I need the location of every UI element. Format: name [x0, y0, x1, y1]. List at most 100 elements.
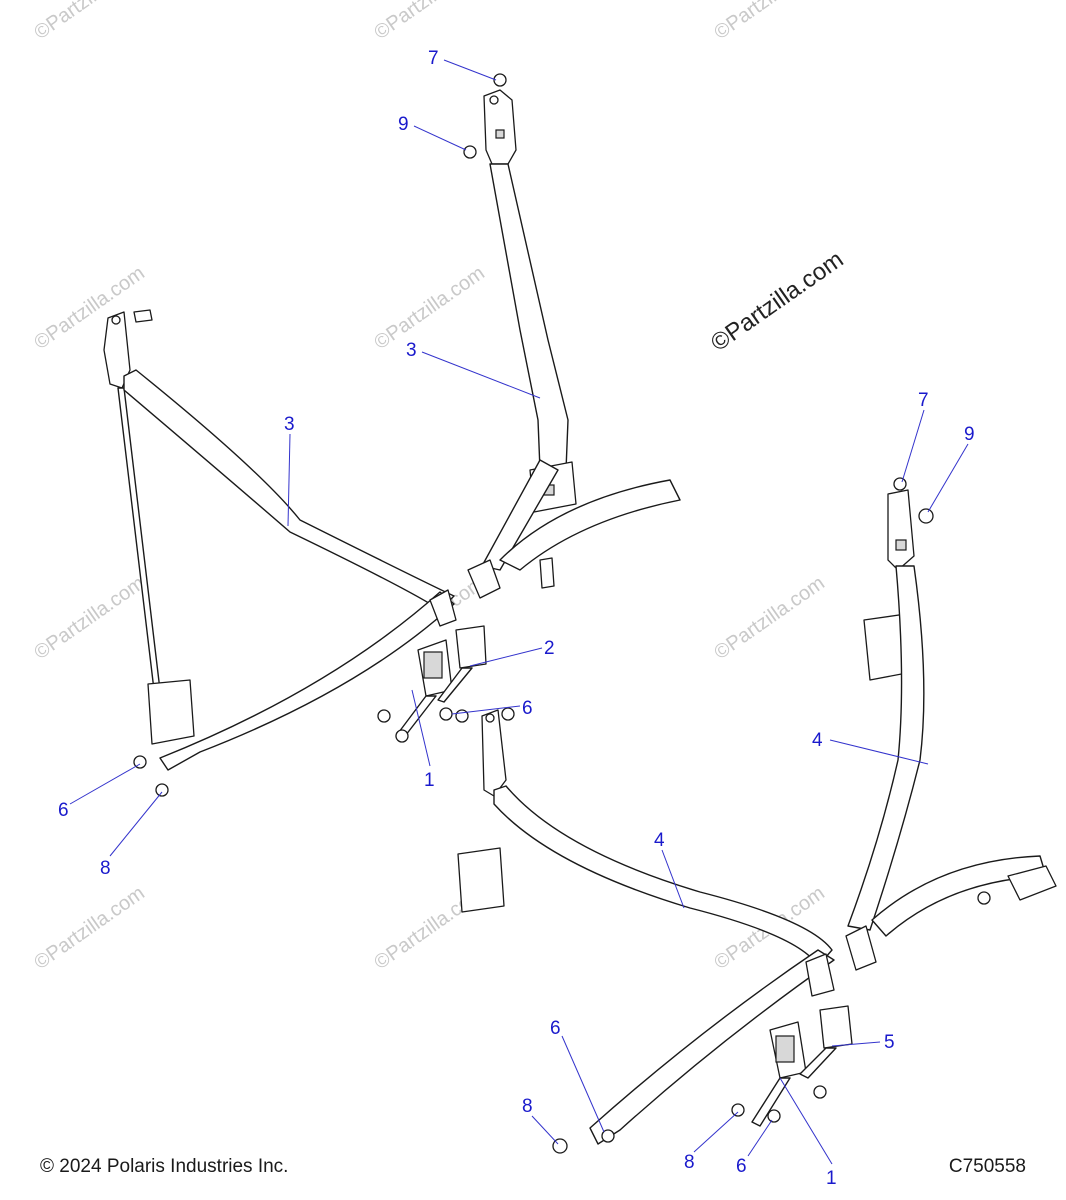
buckle-tongue — [845, 925, 877, 971]
shoulder-strap — [493, 785, 833, 967]
anchor-plate — [1007, 865, 1057, 901]
lap-strap-right — [499, 479, 681, 571]
anchor-label — [495, 129, 505, 139]
belt-assembly-upper-middle — [467, 89, 681, 599]
watermark-tile: ©Partzilla.com — [370, 0, 488, 44]
leader-line — [69, 763, 141, 805]
leader-line — [531, 1115, 559, 1145]
lap-strap — [589, 949, 835, 1145]
callout-6: 6 — [736, 1156, 747, 1177]
retractor — [147, 679, 195, 745]
callout-4: 4 — [812, 730, 823, 751]
leader-line — [779, 1077, 833, 1165]
leader-line — [661, 849, 685, 909]
leader-line — [831, 1041, 881, 1047]
leader-line — [693, 1111, 739, 1153]
nut — [893, 477, 907, 491]
nut — [731, 1103, 745, 1117]
bolt — [463, 145, 477, 159]
bolt — [501, 707, 515, 721]
callout-8: 8 — [100, 858, 111, 879]
bolt — [601, 1129, 615, 1143]
shoulder-strap — [847, 565, 925, 931]
callout-5: 5 — [884, 1032, 895, 1053]
buckle-stalk — [799, 1047, 837, 1079]
callout-7: 7 — [428, 48, 439, 69]
callout-6: 6 — [522, 698, 533, 719]
anchor-plate — [481, 709, 507, 797]
anchor-label — [895, 539, 907, 551]
buckle-group-lower — [731, 1005, 853, 1127]
callout-4: 4 — [654, 830, 665, 851]
bolt — [377, 709, 391, 723]
watermark-tile: ©Partzilla.com — [30, 882, 148, 974]
leader-line — [927, 443, 969, 513]
leader-line — [469, 647, 543, 667]
callout-7: 7 — [918, 390, 929, 411]
callout-6: 6 — [550, 1018, 561, 1039]
buckle-tongue — [429, 589, 457, 627]
anchor-plate — [483, 89, 517, 165]
lap-strap-to-tongue — [481, 459, 559, 571]
buckle-tongue — [467, 559, 501, 599]
buckle-group-upper — [377, 625, 487, 743]
drawing-number: C750558 — [948, 1156, 1026, 1177]
leader-line — [561, 1035, 605, 1133]
watermark-tile: ©Partzilla.com — [30, 0, 148, 44]
leader-line — [901, 409, 925, 483]
bolt — [918, 508, 934, 524]
bolt — [133, 755, 147, 769]
bolt — [977, 891, 991, 905]
bolt — [439, 707, 453, 721]
leader-line — [829, 739, 929, 765]
nut — [455, 709, 469, 723]
leader-line — [287, 433, 291, 527]
buckle — [455, 625, 487, 669]
bolt — [813, 1085, 827, 1099]
buckle — [819, 1005, 853, 1049]
buckle-stalk — [437, 667, 473, 703]
callout-1: 1 — [424, 770, 435, 791]
anchor-plate — [887, 489, 915, 571]
nut — [493, 73, 507, 87]
buckle-stalk — [751, 1077, 791, 1127]
buckle-button — [775, 1035, 795, 1063]
belt-assembly-left — [103, 309, 457, 771]
watermark-tiles: ©Partzilla.com ©Partzilla.com ©Partzilla… — [30, 0, 828, 974]
belt-assembly-right — [845, 477, 1057, 971]
callout-1: 1 — [826, 1168, 837, 1189]
callout-3: 3 — [406, 340, 417, 361]
buckle-button — [423, 651, 443, 679]
watermark-tile: ©Partzilla.com — [30, 572, 148, 664]
callout-2: 2 — [544, 638, 555, 659]
anchor-hole — [111, 315, 121, 325]
retractor-cable — [117, 387, 161, 691]
callout-9: 9 — [964, 424, 975, 445]
watermark-tile: ©Partzilla.com — [710, 0, 828, 44]
callout-8: 8 — [684, 1152, 695, 1173]
lap-strap — [159, 591, 455, 771]
leader-lines — [69, 59, 969, 1165]
copyright-notice: © 2024 Polaris Industries Inc. — [40, 1156, 289, 1177]
leader-line — [451, 705, 521, 715]
retractor — [457, 847, 505, 913]
anchor-hole — [489, 95, 499, 105]
watermark-main: ©Partzilla.com — [706, 246, 849, 357]
leader-line — [443, 59, 497, 81]
callout-9: 9 — [398, 114, 409, 135]
leader-line — [109, 791, 163, 857]
bolt — [395, 729, 409, 743]
watermark-tile: ©Partzilla.com — [370, 262, 488, 354]
bolt — [767, 1109, 781, 1123]
callout-8: 8 — [522, 1096, 533, 1117]
nut — [155, 783, 169, 797]
watermark-tile: ©Partzilla.com — [710, 572, 828, 664]
callouts: 7 9 3 3 2 6 1 6 8 7 9 4 4 5 6 8 8 6 1 — [58, 48, 975, 1189]
leader-line — [421, 351, 541, 399]
watermark-tile: ©Partzilla.com — [30, 262, 148, 354]
shoulder-strap — [489, 163, 569, 471]
anchor-hole — [485, 713, 495, 723]
callout-3: 3 — [284, 414, 295, 435]
leader-line — [747, 1119, 773, 1157]
leader-line — [413, 125, 467, 151]
